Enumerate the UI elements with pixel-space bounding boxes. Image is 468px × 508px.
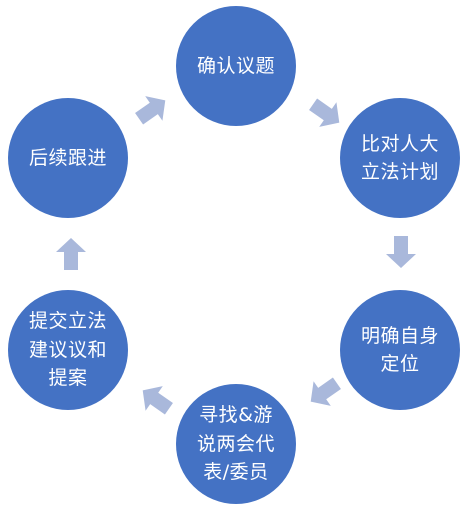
arrow-confirm-to-compare xyxy=(309,97,344,131)
arrow-position-to-lobby xyxy=(306,376,341,410)
arrow-compare-to-position xyxy=(384,236,418,270)
arrow-propose-to-followup xyxy=(54,236,88,270)
node-compare-legislative-plan: 比对人大 立法计划 xyxy=(340,98,460,218)
node-follow-up: 后续跟进 xyxy=(8,98,128,218)
node-submit-proposal: 提交立法 建议议和 提案 xyxy=(8,290,128,410)
arrow-followup-to-confirm xyxy=(135,92,170,126)
node-clarify-position: 明确自身 定位 xyxy=(340,290,460,410)
node-lobby-representatives: 寻找&游 说两会代 表/委员 xyxy=(176,384,296,504)
arrow-lobby-to-propose xyxy=(138,382,173,416)
node-confirm-topic: 确认议题 xyxy=(176,6,296,126)
